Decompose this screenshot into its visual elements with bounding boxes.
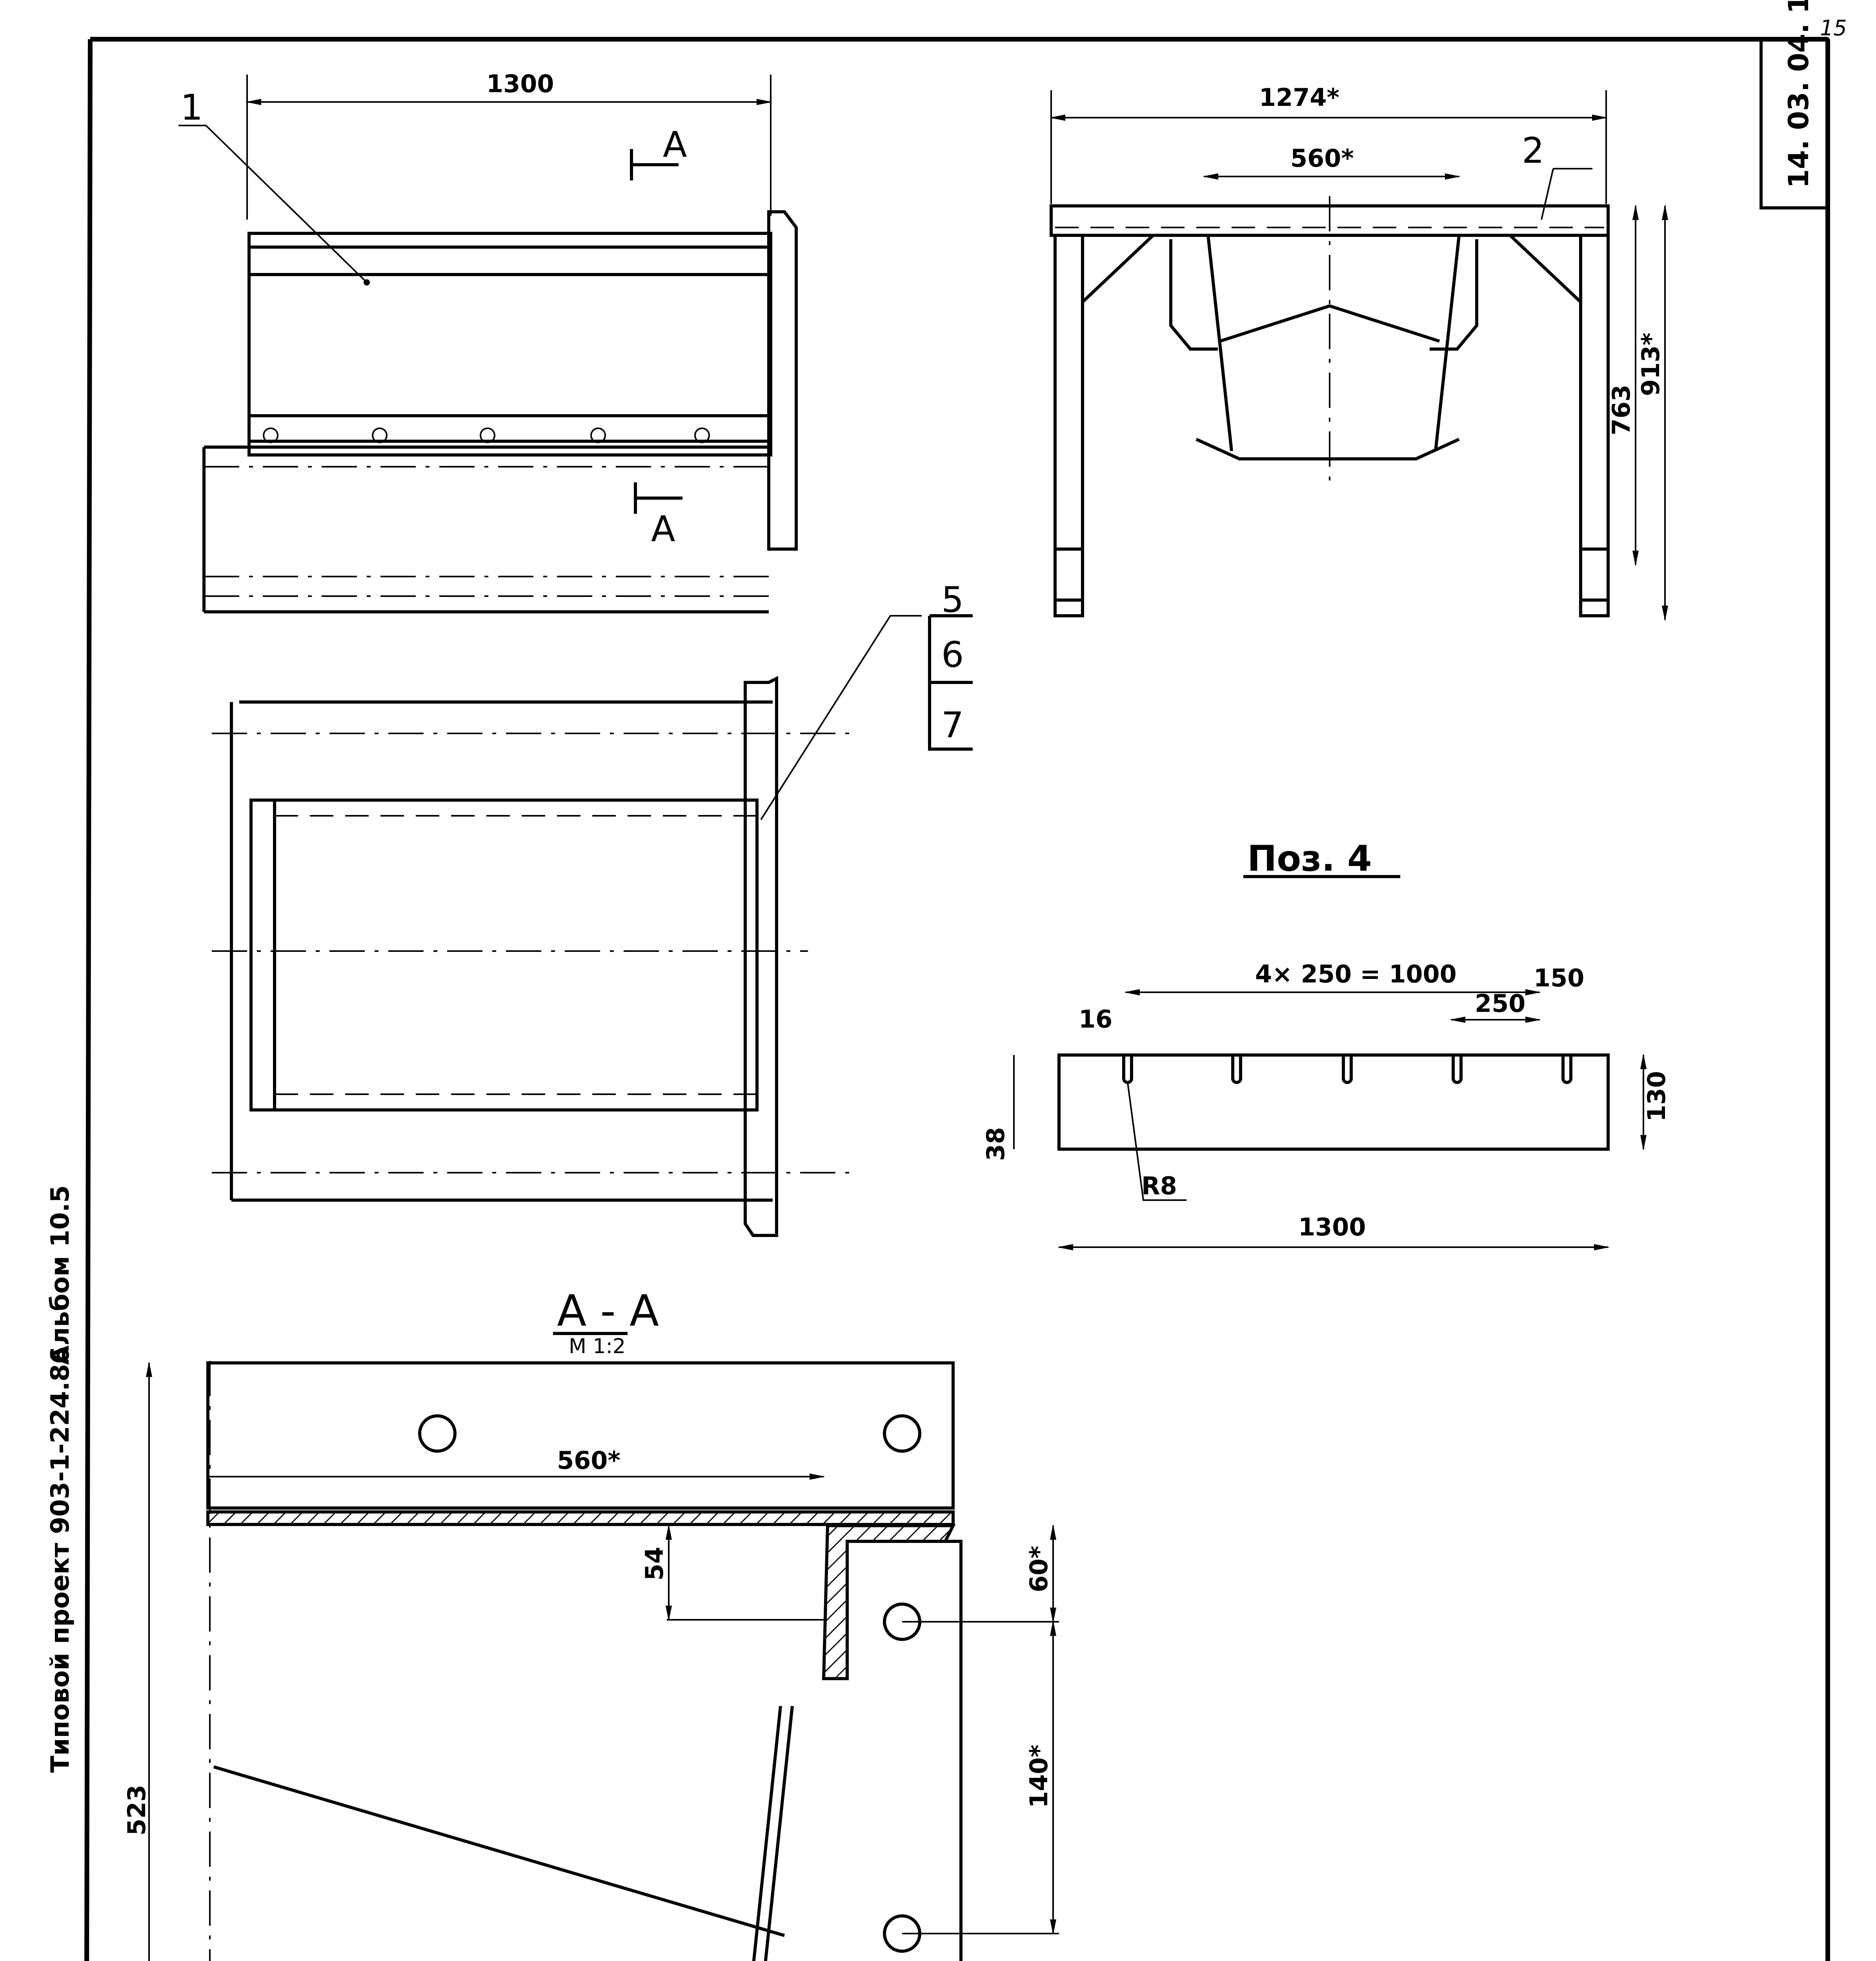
section-letter-top: А xyxy=(663,124,687,166)
dim-1300-detail: 1300 xyxy=(1298,1213,1366,1241)
dim-38: 38 xyxy=(981,1127,1010,1161)
dim-1300-top: 1300 xyxy=(486,69,554,98)
dim-130: 130 xyxy=(1642,1071,1671,1122)
dim-1274: 1274* xyxy=(1259,83,1339,112)
slots xyxy=(1122,1055,1572,1084)
dim-523: 523 xyxy=(122,1785,151,1835)
dim-54: 54 xyxy=(640,1547,669,1581)
dim-140: 140* xyxy=(1024,1745,1053,1808)
side-stamp: 14. 03. 04. 100 СБ xyxy=(1760,0,1829,209)
plan-view-top: 1300 А А 1 xyxy=(178,69,798,613)
leader-r8 xyxy=(1127,1082,1186,1201)
detail-title: Поз. 4 xyxy=(1247,838,1372,879)
right-flange xyxy=(767,210,798,551)
frame-left xyxy=(84,39,93,1961)
dim-60: 60* xyxy=(1024,1546,1053,1592)
front-view: 1274* 560* 2 763 913* xyxy=(1050,83,1668,621)
dim-560-front: 560* xyxy=(1290,144,1354,173)
section-mark-top xyxy=(630,149,679,180)
hatched-strip xyxy=(206,1510,955,1526)
bolt-row xyxy=(263,427,710,443)
support-beam xyxy=(202,446,769,613)
plan-view-middle: 5 6 7 xyxy=(212,579,973,1237)
section-title: А - А xyxy=(557,1286,659,1336)
dim-913: 913* xyxy=(1636,333,1665,396)
leader-5-6-7 xyxy=(760,615,922,820)
dim-150: 150 xyxy=(1534,964,1584,992)
dim-560-section: 560* xyxy=(557,1446,620,1475)
dim-4x250: 4× 250 = 1000 xyxy=(1255,960,1457,988)
chute-walls xyxy=(1206,235,1461,451)
position-stack: 5 6 7 xyxy=(928,579,973,751)
radius-r8: R8 xyxy=(1141,1172,1177,1200)
angle-profile xyxy=(822,1524,956,1680)
top-plate xyxy=(206,1361,955,1510)
side-plate xyxy=(863,1540,963,1961)
leader-1 xyxy=(178,125,368,283)
sheet-number: 15 xyxy=(1820,16,1847,40)
section-aa: А - А М 1:2 560* 54 60* 140* 523 xyxy=(122,1286,1059,1961)
position-label-6: 6 xyxy=(941,634,964,675)
sheet-frame xyxy=(84,37,1830,1961)
detail-pos4: Поз. 4 4× 250 = 1000 150 250 16 38 130 R… xyxy=(981,838,1671,1250)
project-note: Типовой проект 903-1-224.86 xyxy=(46,1346,75,1773)
position-label-2: 2 xyxy=(1522,130,1544,171)
plate-outline xyxy=(1057,1053,1610,1151)
position-label-1: 1 xyxy=(180,87,203,128)
side-stamp-code: 14. 03. 04. 100 СБ xyxy=(1783,0,1815,188)
position-label-7: 7 xyxy=(941,705,964,746)
section-letter-bottom: А xyxy=(651,509,675,550)
dim-763: 763 xyxy=(1607,385,1636,435)
section-mark-bottom xyxy=(634,482,682,514)
chute-bottom xyxy=(1195,438,1460,460)
album-note: Альбом 10.5 xyxy=(46,1185,75,1365)
position-label-5: 5 xyxy=(941,579,964,620)
dim-250: 250 xyxy=(1475,989,1525,1018)
side-flange xyxy=(744,676,778,1237)
dim-16: 16 xyxy=(1079,1005,1112,1033)
section-scale: М 1:2 xyxy=(569,1335,626,1358)
